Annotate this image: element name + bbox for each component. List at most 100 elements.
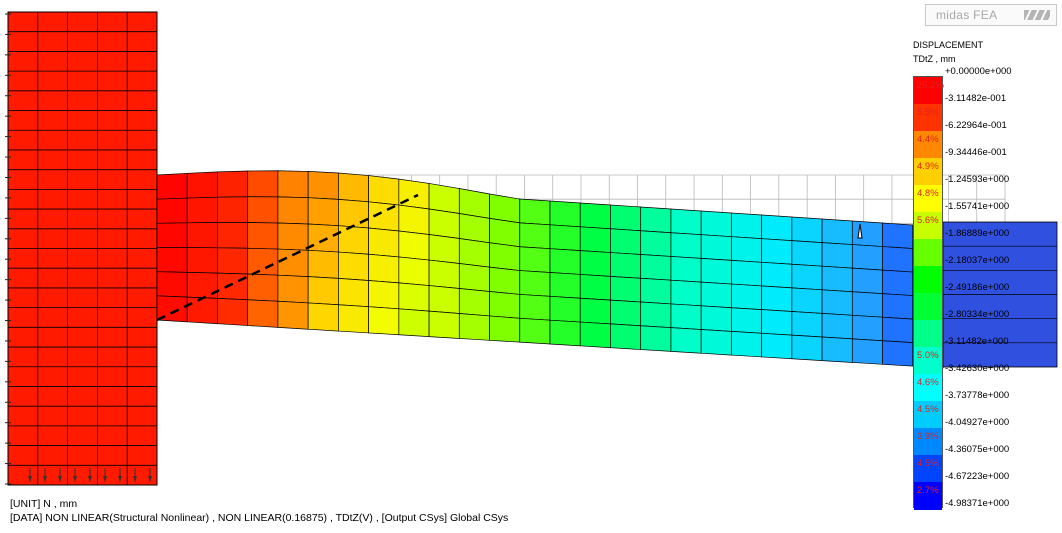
beam-element bbox=[458, 238, 490, 268]
beam-element bbox=[458, 288, 490, 317]
legend-value-label: -4.67223e+000 bbox=[945, 471, 1010, 482]
legend-value-label: -9.34446e-001 bbox=[945, 147, 1007, 158]
crack-line bbox=[156, 193, 419, 322]
beam-element bbox=[338, 304, 369, 334]
beam-element bbox=[640, 206, 672, 234]
beam-element bbox=[851, 291, 883, 318]
beam-element bbox=[761, 214, 793, 242]
beam-element bbox=[186, 247, 218, 274]
legend-percent-label: 4.4% bbox=[917, 134, 939, 145]
beam-element bbox=[670, 279, 702, 307]
legend-value-label: -2.80334e+000 bbox=[945, 309, 1010, 320]
legend-value-label: -4.04927e+000 bbox=[945, 417, 1010, 428]
midas-logo-icon bbox=[1024, 10, 1050, 20]
beam-element bbox=[428, 183, 460, 214]
beam-element bbox=[307, 249, 339, 279]
beam-element bbox=[519, 317, 551, 345]
beam-element bbox=[489, 193, 521, 224]
beam-element bbox=[700, 281, 732, 309]
beam-element bbox=[549, 248, 581, 275]
beam-element bbox=[761, 309, 793, 336]
beam-element bbox=[610, 204, 642, 232]
beam-element bbox=[217, 272, 249, 301]
legend-band bbox=[914, 455, 942, 483]
logo-text: midas FEA bbox=[936, 8, 998, 22]
boundary-markers bbox=[5, 13, 152, 485]
beam-element bbox=[277, 222, 309, 251]
beam-element bbox=[579, 321, 611, 349]
beam-element bbox=[458, 263, 490, 292]
legend-band bbox=[914, 266, 942, 294]
beam-element bbox=[851, 314, 883, 342]
legend-value-label: -1.24593e+000 bbox=[945, 174, 1010, 185]
legend-title: DISPLACEMENT bbox=[913, 40, 984, 50]
beam-element bbox=[610, 275, 642, 303]
deformed-beam-mesh bbox=[156, 170, 944, 369]
legend-color-bar bbox=[913, 76, 943, 510]
legend-value-label: -3.73778e+000 bbox=[945, 390, 1010, 401]
legend-band bbox=[914, 131, 942, 159]
beam-element bbox=[791, 216, 823, 243]
legend-value-label: -4.98371e+000 bbox=[945, 498, 1010, 509]
beam-element bbox=[882, 293, 914, 320]
legend-band bbox=[914, 185, 942, 213]
beam-element bbox=[156, 271, 188, 298]
beam-element bbox=[610, 299, 642, 327]
beam-element bbox=[247, 273, 279, 302]
beam-element bbox=[398, 178, 430, 210]
beam-element bbox=[579, 274, 611, 301]
beam-element bbox=[277, 248, 309, 277]
load-arrow-icon bbox=[43, 476, 47, 482]
beam-element bbox=[368, 306, 400, 336]
beam-element bbox=[368, 227, 400, 258]
beam-element bbox=[277, 170, 309, 199]
legend-percent-label: 4.8% bbox=[917, 188, 939, 199]
legend-band bbox=[914, 374, 942, 402]
beam-element bbox=[640, 230, 672, 257]
legend-band bbox=[914, 77, 942, 105]
legend-percent-label: 25.2% bbox=[917, 80, 944, 91]
beam-element bbox=[398, 308, 430, 337]
beam-element bbox=[821, 265, 853, 293]
legend-band bbox=[914, 104, 942, 132]
beam-element bbox=[519, 246, 551, 273]
beam-element bbox=[247, 247, 279, 276]
legend-value-label: -1.86889e+000 bbox=[945, 228, 1010, 239]
column-mesh bbox=[7, 11, 158, 486]
beam-element bbox=[217, 196, 249, 223]
legend-value-label: -1.55741e+000 bbox=[945, 201, 1010, 212]
beam-element bbox=[368, 253, 400, 284]
beam-element bbox=[610, 252, 642, 279]
midas-fea-logo: midas FEA bbox=[925, 4, 1057, 26]
beam-element bbox=[821, 242, 853, 269]
beam-element bbox=[791, 334, 823, 361]
beam-element bbox=[489, 315, 521, 343]
beam-element bbox=[882, 269, 914, 296]
beam-element bbox=[307, 302, 339, 332]
legend-band bbox=[914, 482, 942, 510]
beam-element bbox=[549, 272, 581, 299]
beam-element bbox=[821, 289, 853, 316]
beam-element bbox=[670, 327, 702, 354]
beam-element bbox=[731, 212, 762, 240]
beam-element bbox=[761, 261, 793, 289]
beam-element bbox=[791, 311, 823, 338]
beam-element bbox=[700, 329, 732, 356]
beam-element bbox=[761, 285, 793, 312]
load-arrow-icon bbox=[118, 476, 122, 482]
beam-element bbox=[882, 316, 914, 344]
beam-element bbox=[579, 202, 611, 230]
legend-value-label: -4.36075e+000 bbox=[945, 444, 1010, 455]
probe-marker-icon bbox=[857, 223, 863, 239]
beam-element bbox=[489, 266, 521, 295]
legend-value-label: -3.42630e+000 bbox=[945, 363, 1010, 374]
beam-element bbox=[428, 285, 460, 314]
beam-element bbox=[338, 225, 369, 255]
beam-element bbox=[217, 298, 249, 326]
beam-element bbox=[670, 208, 702, 236]
beam-element bbox=[277, 274, 309, 304]
legend-value-label: -3.11482e+000 bbox=[945, 336, 1009, 347]
beam-element bbox=[489, 291, 521, 319]
beam-element bbox=[851, 267, 883, 295]
